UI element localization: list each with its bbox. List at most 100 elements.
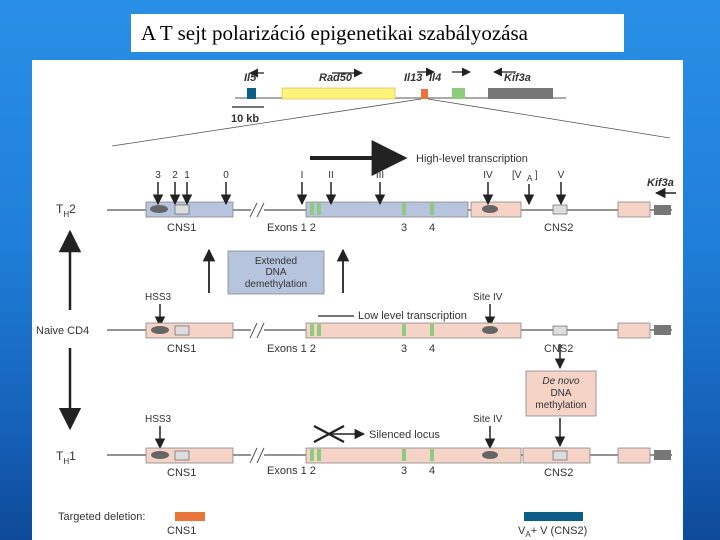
site-label: II [328, 170, 334, 181]
th2-kif3a-block [654, 205, 671, 215]
th1-row: TH1 HSS3 Site IV Silenced locus CNS1 E [56, 414, 672, 479]
zoom-line-left [111, 98, 422, 147]
high-transcription-label: High-level transcription [416, 153, 528, 165]
hypersensitive-site-labels: 3 2 1 0 I II III IV [V A ] V [155, 170, 564, 183]
th1-cns2-element [552, 450, 568, 461]
th1-break-mark [249, 447, 265, 464]
legend-title: Targeted deletion: [58, 511, 145, 523]
site-label: III [376, 170, 384, 181]
extended-line2: DNA [265, 267, 286, 278]
gene-rad50-label: Rad50 [319, 72, 353, 84]
th2-exon-2 [317, 203, 321, 215]
legend-cns2-swatch [524, 512, 583, 521]
targeted-deletion-legend: Targeted deletion: CNS1 VA+ V (CNS2) [58, 511, 587, 539]
th1-cns1-element [174, 450, 190, 461]
scale-label: 10 kb [231, 113, 259, 125]
naive-break-mark [249, 322, 265, 339]
th1-exon-1 [310, 449, 314, 461]
th2-exons-label: Exons 1 2 [267, 222, 316, 234]
th1-exon4-label: 4 [429, 465, 435, 477]
slide-title: A T sejt polarizáció epigenetikai szabál… [131, 14, 624, 52]
gene-il13-label: Il13 [404, 72, 422, 84]
extended-line1: Extended [255, 256, 297, 267]
naive-cns1-region [145, 322, 234, 339]
th2-cns1-element [174, 204, 190, 215]
th1-exon-3 [402, 449, 406, 461]
rad50-block [281, 87, 396, 100]
naive-il4-gene-region [305, 322, 522, 339]
denovo-line1: De novo [542, 376, 580, 387]
zoom-line-right [427, 98, 671, 139]
naive-exon4-label: 4 [429, 343, 435, 355]
th1-kif3a-region [617, 447, 651, 464]
il4-block [452, 88, 465, 99]
naive-site-iv-label: Site IV [473, 292, 503, 303]
legend-cns1-label: CNS1 [167, 525, 196, 537]
th1-site-iv-element [482, 451, 498, 459]
th2-il4-gene-region [305, 201, 469, 218]
th1-exons-label: Exons 1 2 [267, 465, 316, 477]
naive-site-iv-element [482, 326, 498, 334]
th1-site-iv-label: Site IV [473, 414, 503, 425]
th2-cns2-element [552, 204, 568, 215]
th1-label: TH1 [56, 449, 76, 466]
naive-exons-label: Exons 1 2 [267, 343, 316, 355]
gene-il4-label: Il4 [429, 72, 441, 84]
naive-label: Naive CD4 [36, 325, 89, 337]
denovo-methylation-box: De novo DNA methylation [525, 370, 597, 417]
th1-cns1-region [145, 447, 234, 464]
th1-exon-4 [430, 449, 434, 461]
naive-exon-4 [430, 324, 434, 336]
site-label: 3 [155, 170, 161, 181]
th2-exon-4 [430, 203, 434, 215]
site-label: ] [535, 170, 538, 181]
th2-row: TH2 CNS1 Exons 1 2 3 4 [56, 182, 672, 234]
kif3a-block [488, 88, 553, 99]
naive-cns2-element [552, 325, 568, 336]
naive-exon3-label: 3 [401, 343, 407, 355]
site-label: 1 [184, 170, 190, 181]
th1-il4-gene-region [305, 447, 522, 464]
th1-exon-2 [317, 449, 321, 461]
legend-cns1-swatch [175, 512, 205, 521]
silenced-label: Silenced locus [369, 429, 440, 441]
site-label: IV [483, 170, 493, 181]
extended-line3: demethylation [245, 279, 307, 290]
site-label: 2 [172, 170, 178, 181]
naive-cns1-label: CNS1 [167, 343, 196, 355]
naive-hss3-label: HSS3 [145, 292, 172, 303]
denovo-line3: methylation [535, 400, 586, 411]
naive-hss3-site [151, 326, 169, 334]
th2-exon4-label: 4 [429, 222, 435, 234]
denovo-line2: DNA [550, 388, 571, 399]
th2-site-iv-element [482, 205, 498, 213]
th1-cns1-label: CNS1 [167, 467, 196, 479]
legend-cns2-label: VA+ V (CNS2) [518, 525, 587, 539]
overview-locus: Il5 Rad50 Il13 Il4 Kif3a 10 kb [111, 67, 671, 147]
il13-block [421, 89, 428, 99]
site-label: [V [512, 170, 522, 181]
naive-exon-3 [402, 324, 406, 336]
naive-exon-1 [310, 324, 314, 336]
th2-cns2-label: CNS2 [544, 222, 573, 234]
site-label: 0 [223, 170, 229, 181]
th2-break-mark [249, 202, 265, 218]
th2-label: TH2 [56, 202, 76, 219]
extended-demethylation-box: Extended DNA demethylation [227, 250, 325, 295]
low-transcription-label-bg [354, 308, 484, 322]
kif3a-zoom-label: Kif3a [647, 177, 674, 189]
naive-exon-2 [317, 324, 321, 336]
site-label: V [558, 170, 565, 181]
th1-hss3-site [151, 451, 169, 459]
th1-exon3-label: 3 [401, 465, 407, 477]
th1-kif3a-block [654, 450, 671, 460]
diagram-svg: Il5 Rad50 Il13 Il4 Kif3a 10 kb High-leve… [36, 67, 676, 539]
th2-hss3-site [150, 205, 168, 213]
site-label: I [301, 170, 304, 181]
low-transcription-label: Low level transcription [358, 310, 467, 322]
site-label: A [527, 174, 533, 183]
th1-cns2-label: CNS2 [544, 467, 573, 479]
th2-kif3a-region [617, 201, 651, 218]
th2-cns1-label: CNS1 [167, 222, 196, 234]
th2-exon-1 [310, 203, 314, 215]
